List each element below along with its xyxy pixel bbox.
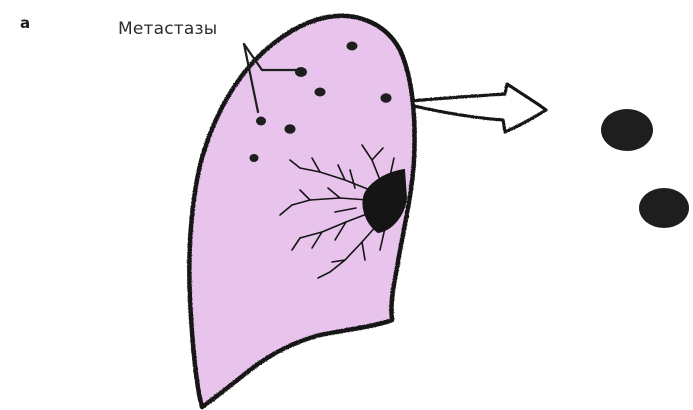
isolated-lesions <box>601 109 689 228</box>
metastasis-dot <box>250 154 259 162</box>
metastasis-dot <box>347 42 358 51</box>
metastasis-dot <box>315 88 326 97</box>
panel-letter: а <box>20 16 30 31</box>
metastasis-dot <box>381 93 392 103</box>
right-arrow <box>412 84 546 132</box>
lesion-upper <box>601 109 653 151</box>
metastasis-dot <box>285 124 296 134</box>
metastasis-dot <box>256 117 266 126</box>
metastasis-dot <box>295 67 307 77</box>
metastases-label: Метастазы <box>118 19 217 39</box>
lesion-lower <box>639 188 689 228</box>
